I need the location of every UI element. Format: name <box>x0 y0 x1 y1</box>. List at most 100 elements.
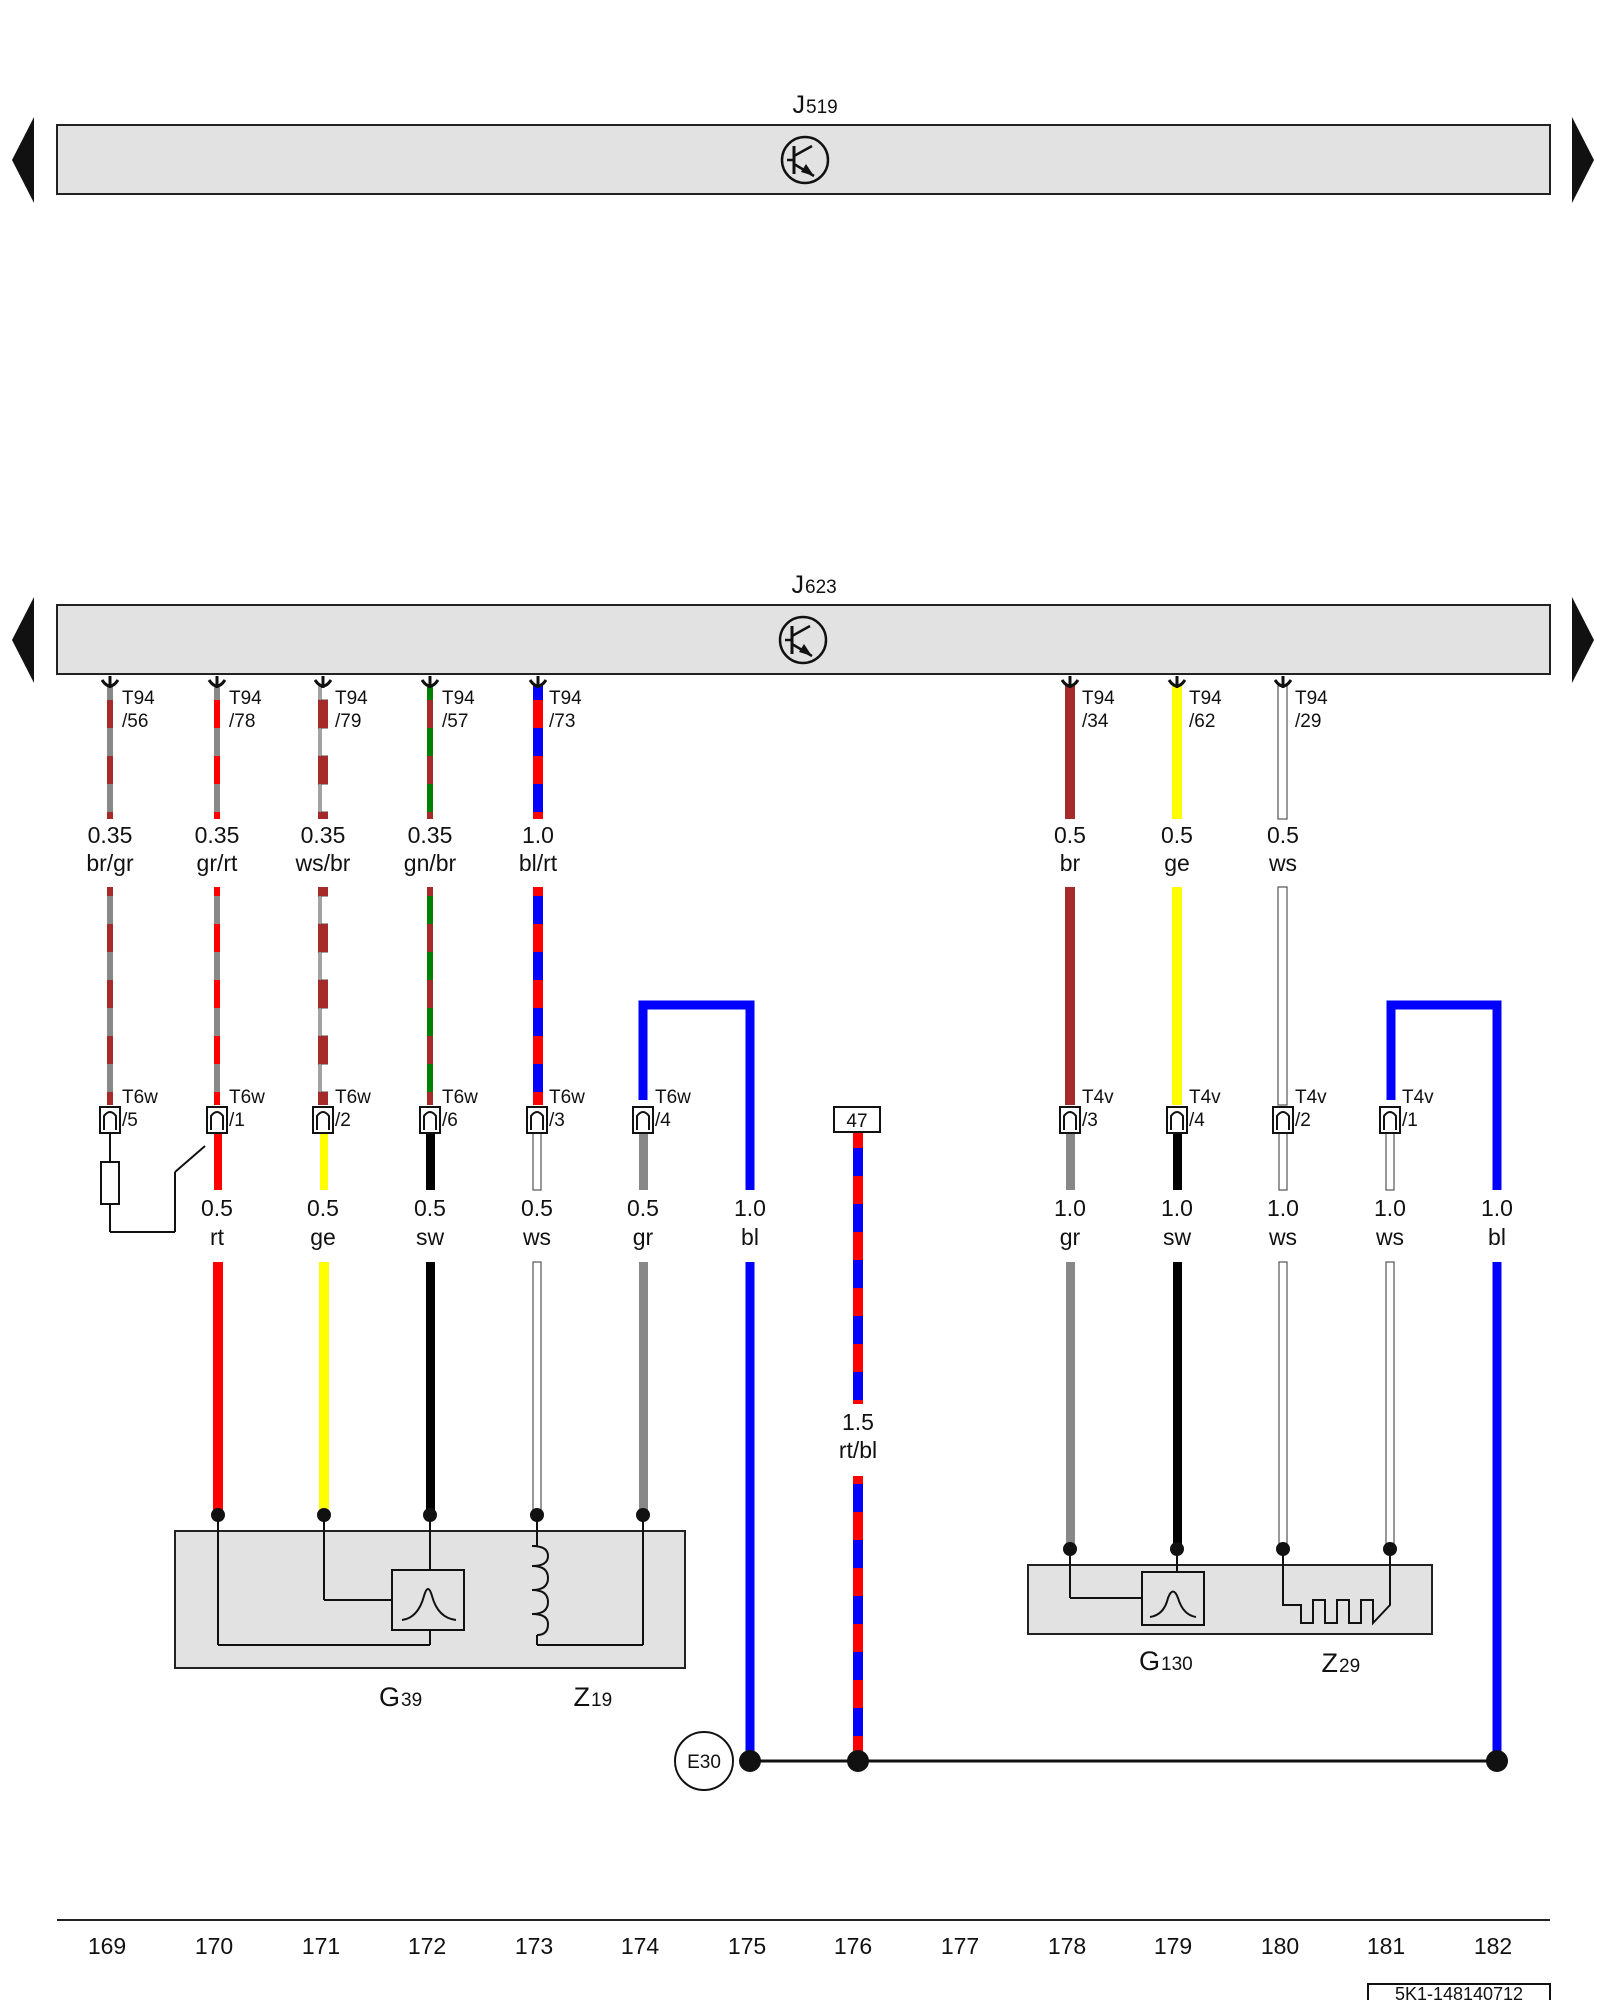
wire-color-code: gr/rt <box>197 850 239 876</box>
pin-label: T4v <box>1402 1087 1434 1108</box>
wire-br-gr <box>107 887 113 1105</box>
wire-gauge: 0.5 <box>1267 822 1299 848</box>
wire-gr-rt <box>214 887 220 1105</box>
wire-gauge: 1.0 <box>1374 1195 1406 1221</box>
track-number: 172 <box>408 1933 446 1959</box>
wire-gauge: 0.5 <box>1054 822 1086 848</box>
track-number: 181 <box>1367 1933 1405 1959</box>
pin-label: T94 <box>335 688 368 709</box>
wire-ws <box>532 1261 542 1516</box>
component-g39-z19 <box>174 1508 686 1669</box>
wire-tag-box <box>833 1106 881 1133</box>
connector-pin <box>526 1106 548 1134</box>
connector-pin <box>1059 1106 1081 1134</box>
wire-color-code: ws <box>522 1224 551 1250</box>
component-labels: G 39 Z 19 G 130 Z 29 <box>379 1646 1360 1712</box>
component-g130-z29 <box>1027 1542 1433 1635</box>
wire-br <box>1065 686 1075 819</box>
pin-label: T6w <box>229 1087 265 1108</box>
pin-label: /2 <box>335 1110 351 1131</box>
pin-label: /3 <box>1082 1110 1098 1131</box>
center-wire: 47 1.5 rt/bl <box>833 1106 881 1760</box>
wire-color-code: gr <box>633 1224 654 1250</box>
ground-bus: E30 <box>674 1731 1508 1791</box>
wire-ws <box>1277 685 1288 820</box>
pin-label: /29 <box>1295 711 1321 732</box>
pin-label: T6w <box>122 1087 158 1108</box>
connector-pin <box>1272 1106 1294 1134</box>
wire-gauge: 0.35 <box>408 822 453 848</box>
wire-ws-br <box>318 887 328 1105</box>
wire-color-code: bl <box>741 1224 759 1250</box>
track-number: 177 <box>941 1933 979 1959</box>
track-number: 170 <box>195 1933 233 1959</box>
connector-pin <box>632 1106 654 1134</box>
lower-wire-labels: 0.5 rt 0.5 ge 0.5 sw 0.5 ws 0.5 gr 1.0 b… <box>201 1195 1513 1250</box>
wire-color-code: sw <box>416 1224 445 1250</box>
track-number: 179 <box>1154 1933 1192 1959</box>
wire-ws-br <box>318 686 328 819</box>
pin-label: T6w <box>335 1087 371 1108</box>
connector-pin <box>1379 1106 1401 1134</box>
pin-label: /4 <box>655 1110 671 1131</box>
wire-ws <box>1277 886 1288 1106</box>
connector-pin <box>1166 1106 1188 1134</box>
wire-gauge: 0.35 <box>301 822 346 848</box>
track-number: 173 <box>515 1933 553 1959</box>
wire-br-gr <box>107 686 113 819</box>
wire-color-code: gr <box>1060 1224 1081 1250</box>
track-number: 171 <box>302 1933 340 1959</box>
wire-rt <box>213 1262 223 1515</box>
wire-gauge: 0.5 <box>521 1195 553 1221</box>
pin-label: /62 <box>1189 711 1215 732</box>
wire-sw <box>1173 1262 1182 1549</box>
track-number: 182 <box>1474 1933 1512 1959</box>
track-number: 176 <box>834 1933 872 1959</box>
wire-color-code: bl <box>1488 1224 1506 1250</box>
wire-color-code: bl/rt <box>519 850 558 876</box>
pin-label: /79 <box>335 711 361 732</box>
wire-gauge: 0.35 <box>195 822 240 848</box>
wire-color-code: br <box>1060 850 1081 876</box>
wire-color-code: ws <box>1268 850 1297 876</box>
wire-gauge: 0.5 <box>414 1195 446 1221</box>
connector-pin <box>99 1106 121 1134</box>
wire-br <box>1065 887 1075 1105</box>
wire-color-code: ge <box>310 1224 336 1250</box>
wire-gn-br <box>427 686 433 819</box>
track-number: 175 <box>728 1933 766 1959</box>
blue-ground-loops <box>638 1000 1502 1762</box>
wire-sw <box>426 1262 435 1515</box>
unit-label-letter: J <box>792 571 805 599</box>
pin-label: /56 <box>122 711 148 732</box>
t94-terminals <box>100 676 1293 688</box>
transistor-icon <box>780 135 830 185</box>
wire-gauge: 1.0 <box>1267 1195 1299 1221</box>
pin-label: /34 <box>1082 711 1109 732</box>
sensor-icon <box>1141 1571 1205 1626</box>
pin-label: /1 <box>229 1110 245 1131</box>
unit-label-letter: J <box>793 91 806 119</box>
wire-rt-bl <box>853 1132 863 1404</box>
wire-color-code: ws <box>1375 1224 1404 1250</box>
sensor-icon <box>391 1569 465 1631</box>
track-numbers: 169 170 171 172 173 174 175 176 177 178 … <box>88 1933 1512 1959</box>
wire-gauge: 1.0 <box>1481 1195 1513 1221</box>
component-label-number: 29 <box>1339 1656 1360 1677</box>
wire-gr <box>639 1262 648 1515</box>
connector-pin <box>312 1106 334 1134</box>
pin-label: T6w <box>549 1087 585 1108</box>
wire-ws <box>1385 1261 1395 1550</box>
pin-label: T94 <box>442 688 475 709</box>
upper-wire-labels: 0.35 br/gr 0.35 gr/rt 0.35 ws/br 0.35 gn… <box>86 822 1299 876</box>
pin-label: T4v <box>1295 1087 1327 1108</box>
upper-wires <box>107 685 1288 1106</box>
pin-label: T94 <box>229 688 262 709</box>
wire-rt-bl <box>853 1476 863 1760</box>
wire-color-code: br/gr <box>86 850 134 876</box>
pin-label: /73 <box>549 711 575 732</box>
wire-ge <box>1172 887 1182 1105</box>
heater-element-icon <box>1282 1549 1391 1626</box>
wire-gauge: 0.35 <box>88 822 133 848</box>
wire-gr-rt <box>214 686 220 819</box>
